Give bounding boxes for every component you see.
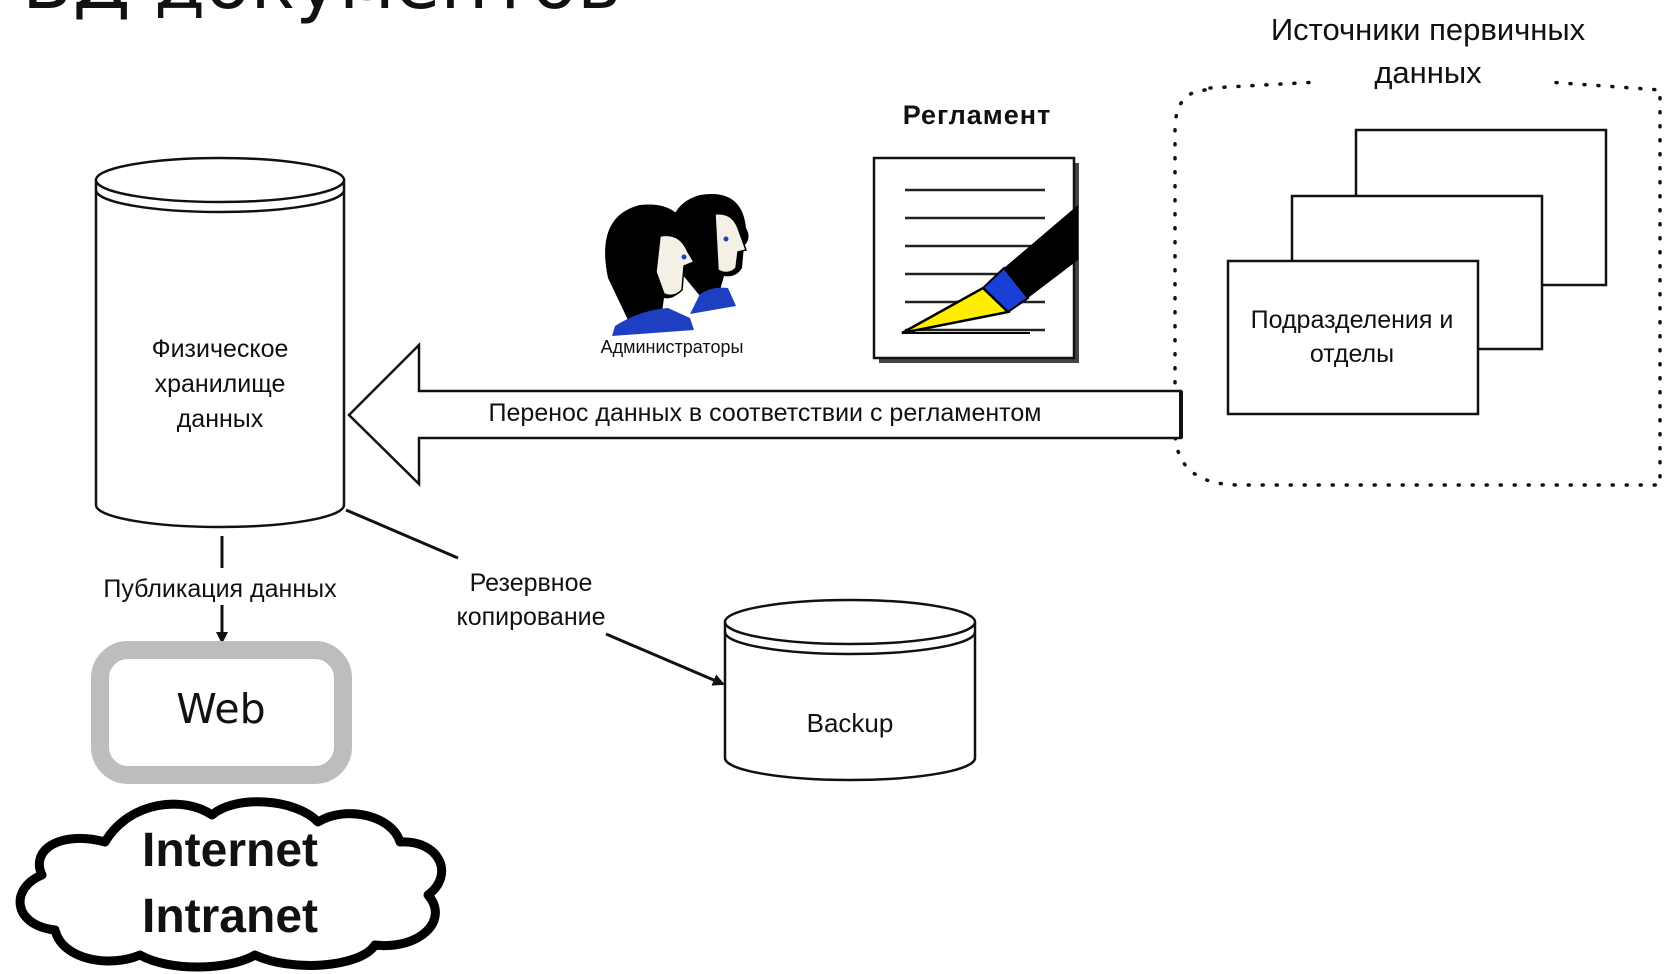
internet-cloud: Internet Intranet: [15, 797, 447, 972]
cloud-label-line1: Internet: [142, 824, 318, 877]
backup-arrow: Резервное копирование: [345, 508, 725, 686]
backup-edge-label-line1: Резервное: [470, 569, 593, 597]
storage-label-line2: хранилище: [155, 370, 286, 398]
backup-cylinder: Backup: [723, 598, 977, 782]
storage-label-line1: Физическое: [152, 335, 289, 363]
publication-label: Публикация данных: [103, 575, 337, 603]
transfer-label: Перенос данных в соответствии с регламен…: [489, 399, 1042, 427]
page-title: БД документов: [22, 0, 621, 26]
department-box-front: [1226, 259, 1480, 416]
web-label: Web: [176, 685, 265, 733]
department-label-line1: Подразделения и: [1251, 306, 1454, 334]
storage-label-line3: данных: [177, 405, 264, 433]
sources-title-line2: данных: [1374, 55, 1482, 90]
data-storage-cylinder: Физическое хранилище данных: [94, 156, 346, 529]
regulation-label: Регламент: [903, 100, 1052, 130]
department-label-line2: отделы: [1310, 340, 1394, 368]
administrators-label: Администраторы: [601, 337, 744, 357]
backup-edge-label-line2: копирование: [456, 603, 605, 631]
data-sources-group: Источники первичных данных Подразделения…: [1173, 12, 1662, 487]
pen-icon: [901, 205, 1078, 335]
sources-title-line1: Источники первичных: [1271, 12, 1586, 47]
transfer-arrow: Перенос данных в соответствии с регламен…: [347, 341, 1183, 487]
backup-label: Backup: [807, 708, 894, 738]
cloud-label-line2: Intranet: [142, 890, 318, 943]
administrators-icon: Администраторы: [601, 193, 749, 357]
web-box: Web: [91, 641, 352, 784]
regulation-document: Регламент: [872, 100, 1079, 363]
sources-dotted-border: [1173, 80, 1662, 487]
publication-arrow: Публикация данных: [103, 536, 337, 644]
